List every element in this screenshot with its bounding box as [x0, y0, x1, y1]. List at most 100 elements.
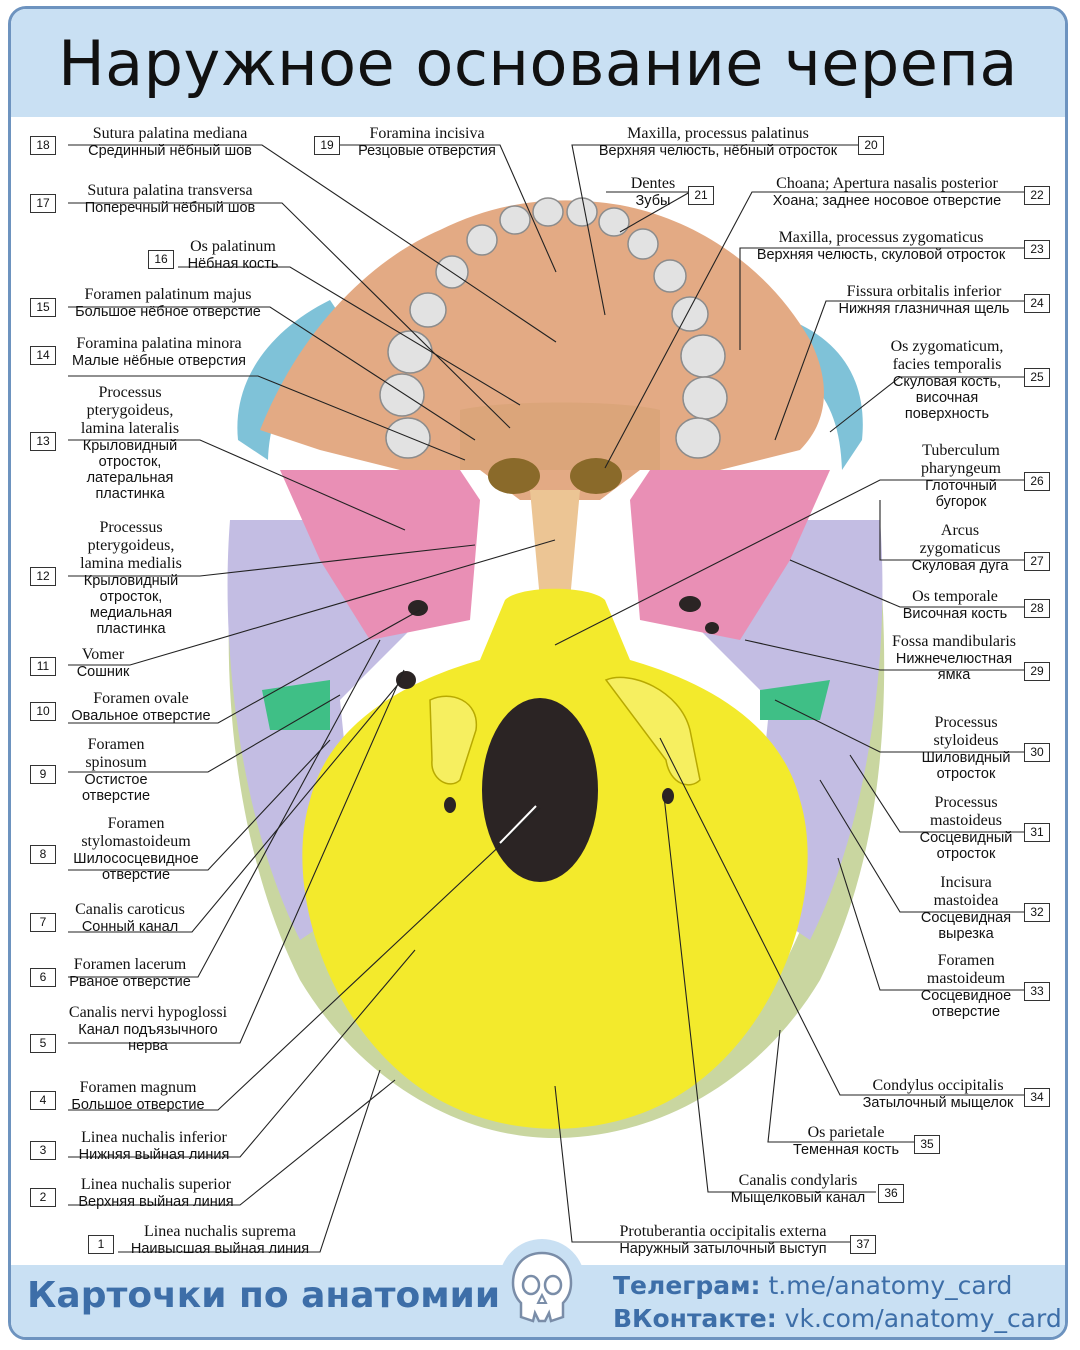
label-17-russian: Поперечный нёбный шов [60, 200, 280, 216]
label-32-russian: Сосцевидная вырезка [906, 910, 1026, 942]
label-35: Os parietaleТеменная кость [780, 1124, 912, 1158]
label-16: Os palatinumНёбная кость [178, 238, 288, 272]
label-17: Sutura palatina transversaПоперечный нёб… [60, 182, 280, 216]
label-24-latin: Fissura orbitalis inferior [826, 283, 1022, 301]
label-37-latin: Protuberantia occipitalis externa [598, 1223, 848, 1241]
foramen-magnum-hole [482, 698, 598, 882]
label-1: Linea nuchalis supremaНаивысшая выйная л… [118, 1223, 322, 1257]
label-9-russian: Остистое отверстие [66, 772, 166, 804]
label-number-28: 28 [1024, 599, 1050, 618]
label-35-latin: Os parietale [780, 1124, 912, 1142]
label-number-16: 16 [148, 250, 174, 269]
label-number-34: 34 [1024, 1088, 1050, 1107]
label-4-russian: Большое отверстие [60, 1097, 216, 1113]
label-26-russian: Глоточный бугорок [906, 478, 1016, 510]
label-number-10: 10 [30, 702, 56, 721]
label-number-6: 6 [30, 968, 56, 987]
label-2-latin: Linea nuchalis superior [64, 1176, 248, 1194]
label-number-8: 8 [30, 845, 56, 864]
label-22-latin: Choana; Apertura nasalis posterior [752, 175, 1022, 193]
label-34-latin: Condylus occipitalis [850, 1077, 1026, 1095]
label-number-7: 7 [30, 913, 56, 932]
label-27-russian: Скуловая дуга [900, 558, 1020, 574]
label-20: Maxilla, processus palatinusВерхняя челю… [580, 125, 856, 159]
label-28-latin: Os temporale [890, 588, 1020, 606]
label-19-russian: Резцовые отверстия [344, 143, 510, 159]
label-8-russian: Шилососцевидное отверстие [62, 851, 210, 883]
label-29-russian: Нижнечелюстная ямка [884, 651, 1024, 683]
label-number-23: 23 [1024, 240, 1050, 259]
label-12-latin: Processus pterygoideus, lamina medialis [66, 519, 196, 573]
label-1-latin: Linea nuchalis suprema [118, 1223, 322, 1241]
label-number-35: 35 [914, 1135, 940, 1154]
label-number-18: 18 [30, 136, 56, 155]
label-14-latin: Foramina palatina minora [58, 335, 260, 353]
label-number-36: 36 [878, 1184, 904, 1203]
label-4-latin: Foramen magnum [60, 1079, 216, 1097]
label-21-latin: Dentes [620, 175, 686, 193]
label-32-latin: Incisura mastoidea [906, 874, 1026, 910]
label-25-latin: Os zygomaticum, facies temporalis [880, 338, 1014, 374]
label-25-russian: Скуловая кость, височная поверхность [880, 374, 1014, 422]
label-number-14: 14 [30, 346, 56, 365]
label-number-11: 11 [30, 657, 56, 676]
palatine-region [460, 403, 660, 471]
label-2-russian: Верхняя выйная линия [64, 1194, 248, 1210]
label-number-2: 2 [30, 1188, 56, 1207]
label-5: Canalis nervi hypoglossiКанал подъязычно… [64, 1004, 232, 1054]
label-13: Processus pterygoideus, lamina lateralis… [66, 384, 194, 502]
label-number-3: 3 [30, 1141, 56, 1160]
label-number-24: 24 [1024, 294, 1050, 313]
label-3-latin: Linea nuchalis inferior [62, 1129, 246, 1147]
label-number-12: 12 [30, 567, 56, 586]
label-number-29: 29 [1024, 662, 1050, 681]
label-11-latin: Vomer [62, 646, 144, 664]
label-number-9: 9 [30, 765, 56, 784]
label-1-russian: Наивысшая выйная линия [118, 1241, 322, 1257]
label-23-russian: Верхняя челюсть, скуловой отросток [738, 247, 1024, 263]
label-20-latin: Maxilla, processus palatinus [580, 125, 856, 143]
label-number-22: 22 [1024, 186, 1050, 205]
label-21-russian: Зубы [620, 193, 686, 209]
label-7-russian: Сонный канал [62, 919, 198, 935]
label-20-russian: Верхняя челюсть, нёбный отросток [580, 143, 856, 159]
label-14-russian: Малые нёбные отверстия [58, 353, 260, 369]
label-4: Foramen magnumБольшое отверстие [60, 1079, 216, 1113]
label-27-latin: Arcus zygomaticus [900, 522, 1020, 558]
label-7: Canalis caroticusСонный канал [62, 901, 198, 935]
label-18-latin: Sutura palatina mediana [60, 125, 280, 143]
label-7-latin: Canalis caroticus [62, 901, 198, 919]
label-22: Choana; Apertura nasalis posteriorХоана;… [752, 175, 1022, 209]
label-6-russian: Рваное отверстие [60, 974, 200, 990]
label-number-4: 4 [30, 1091, 56, 1110]
label-number-32: 32 [1024, 903, 1050, 922]
label-27: Arcus zygomaticusСкуловая дуга [900, 522, 1020, 574]
label-30-russian: Шиловидный отросток [906, 750, 1026, 782]
label-33-latin: Foramen mastoideum [904, 952, 1028, 988]
label-number-27: 27 [1024, 552, 1050, 571]
label-11-russian: Сошник [62, 664, 144, 680]
label-number-5: 5 [30, 1034, 56, 1053]
label-2: Linea nuchalis superiorВерхняя выйная ли… [64, 1176, 248, 1210]
label-16-russian: Нёбная кость [178, 256, 288, 272]
label-26-latin: Tuberculum pharyngeum [906, 442, 1016, 478]
label-16-latin: Os palatinum [178, 238, 288, 256]
label-21: DentesЗубы [620, 175, 686, 209]
label-19: Foramina incisivaРезцовые отверстия [344, 125, 510, 159]
label-18-russian: Срединный нёбный шов [60, 143, 280, 159]
label-34: Condylus occipitalisЗатылочный мыщелок [850, 1077, 1026, 1111]
label-31-latin: Processus mastoideus [906, 794, 1026, 830]
